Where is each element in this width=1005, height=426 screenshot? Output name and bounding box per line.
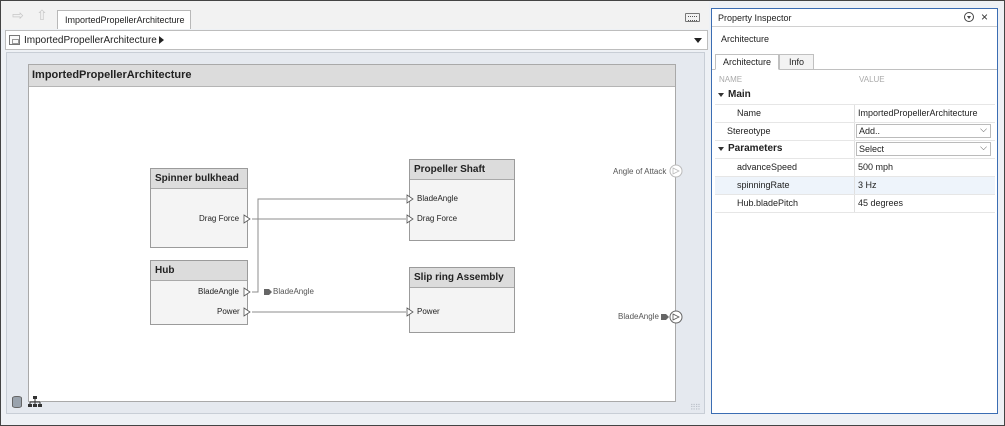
property-grid: NAME VALUE Main Name ImportedPropellerAr… (715, 72, 995, 213)
parameter-value[interactable]: 3 Hz (858, 180, 877, 190)
external-port-arrow-icon (672, 313, 680, 321)
tab-architecture[interactable]: Architecture (715, 54, 779, 70)
tab-imported-propeller-architecture[interactable]: ImportedPropellerArchitecture (57, 10, 191, 29)
database-icon[interactable] (12, 396, 22, 408)
menu-dropdown-icon[interactable] (964, 12, 974, 22)
inspector-tabs: Architecture Info (712, 52, 997, 70)
section-title: Parameters (728, 143, 783, 154)
column-divider (854, 159, 855, 176)
keyboard-icon[interactable] (685, 13, 700, 22)
expand-caret-icon[interactable] (718, 147, 724, 151)
inspector-title: Property Inspector (718, 13, 792, 23)
column-divider (854, 105, 855, 122)
property-key: Name (737, 108, 762, 118)
port-power-in[interactable] (406, 307, 414, 317)
external-tag-icon (661, 314, 669, 320)
property-value[interactable]: ImportedPropellerArchitecture (858, 108, 978, 118)
component-title: Slip ring Assembly (410, 268, 514, 288)
property-inspector: Property Inspector × Architecture Archit… (711, 8, 998, 414)
port-label: Drag Force (199, 214, 240, 223)
port-label: BladeAngle (417, 194, 458, 203)
port-drag-force-out[interactable] (243, 214, 251, 224)
canvas-bottom-toolbar (10, 394, 46, 412)
hierarchy-icon[interactable] (28, 396, 42, 408)
port-label: Power (217, 307, 240, 316)
model-icon (9, 35, 20, 45)
wire-drag-to-blade[interactable] (252, 198, 406, 220)
section-parameters[interactable]: Parameters Select (715, 141, 995, 159)
inspector-subtitle: Architecture (721, 34, 770, 44)
column-divider (854, 195, 855, 212)
resize-grip-icon[interactable]: ⠿⠿ (690, 403, 701, 412)
column-divider (854, 123, 855, 140)
close-icon[interactable]: × (981, 10, 989, 24)
external-port-label: Angle of Attack (613, 167, 667, 176)
component-slip-ring-assembly[interactable]: Slip ring Assembly (409, 267, 515, 333)
tab-info[interactable]: Info (779, 54, 814, 70)
breadcrumb[interactable]: ImportedPropellerArchitecture (24, 35, 157, 46)
port-label: Power (417, 307, 440, 316)
port-label: Drag Force (417, 214, 458, 223)
port-power-out[interactable] (243, 307, 251, 317)
column-value-header: VALUE (859, 75, 885, 84)
inspector-header: Property Inspector × (712, 9, 997, 27)
parameter-row[interactable]: advanceSpeed 500 mph (715, 159, 995, 177)
external-port-arrow-icon (672, 167, 680, 175)
breadcrumb-arrow-icon[interactable] (159, 36, 164, 44)
address-bar[interactable]: ImportedPropellerArchitecture (5, 30, 708, 50)
component-propeller-shaft[interactable]: Propeller Shaft (409, 159, 515, 241)
editor-toolbar: ⇨ ⇧ ImportedPropellerArchitecture (1, 1, 709, 29)
chevron-down-icon[interactable] (694, 38, 702, 43)
port-blade-angle-out[interactable] (243, 287, 251, 297)
port-drag-force-in[interactable] (406, 214, 414, 224)
section-title: Main (728, 89, 751, 100)
property-key: Stereotype (727, 126, 771, 136)
component-hub[interactable]: Hub (150, 260, 248, 325)
expand-caret-icon[interactable] (718, 93, 724, 97)
parameter-value[interactable]: 45 degrees (858, 198, 904, 208)
external-port-label: BladeAngle (618, 312, 659, 321)
parameter-key: advanceSpeed (737, 162, 798, 172)
grid-header: NAME VALUE (715, 72, 995, 87)
goto-tag-label: BladeAngle (273, 287, 314, 296)
parameter-value[interactable]: 500 mph (858, 162, 894, 172)
external-port-angle-of-attack[interactable] (669, 164, 683, 178)
component-title: Spinner bulkhead (151, 169, 247, 189)
component-spinner-bulkhead[interactable]: Spinner bulkhead (150, 168, 248, 248)
port-label: BladeAngle (198, 287, 239, 296)
section-main[interactable]: Main (715, 87, 995, 105)
external-port-blade-angle[interactable] (669, 310, 683, 324)
property-row-name[interactable]: Name ImportedPropellerArchitecture (715, 105, 995, 123)
goto-tag-icon (264, 289, 272, 295)
parameter-key: spinningRate (737, 180, 790, 190)
wire-hub-blade[interactable] (252, 219, 259, 293)
parameter-row[interactable]: Hub.bladePitch 45 degrees (715, 195, 995, 213)
stereotype-select[interactable]: Add.. (856, 123, 991, 138)
component-title: Propeller Shaft (410, 160, 514, 180)
port-blade-angle-in[interactable] (406, 194, 414, 204)
back-arrow-icon[interactable]: ⇨ (12, 7, 24, 23)
up-arrow-icon[interactable]: ⇧ (36, 7, 48, 23)
parameter-key: Hub.bladePitch (737, 198, 799, 208)
column-name-header: NAME (719, 75, 743, 84)
architecture-title: ImportedPropellerArchitecture (29, 65, 675, 87)
architecture-block[interactable]: ImportedPropellerArchitecture (28, 64, 676, 402)
property-row-stereotype[interactable]: Stereotype Add.. (715, 123, 995, 141)
column-divider (854, 177, 855, 194)
parameter-row[interactable]: spinningRate 3 Hz (715, 177, 995, 195)
component-title: Hub (151, 261, 247, 281)
column-divider (854, 141, 855, 158)
parameters-select[interactable]: Select (856, 141, 991, 156)
